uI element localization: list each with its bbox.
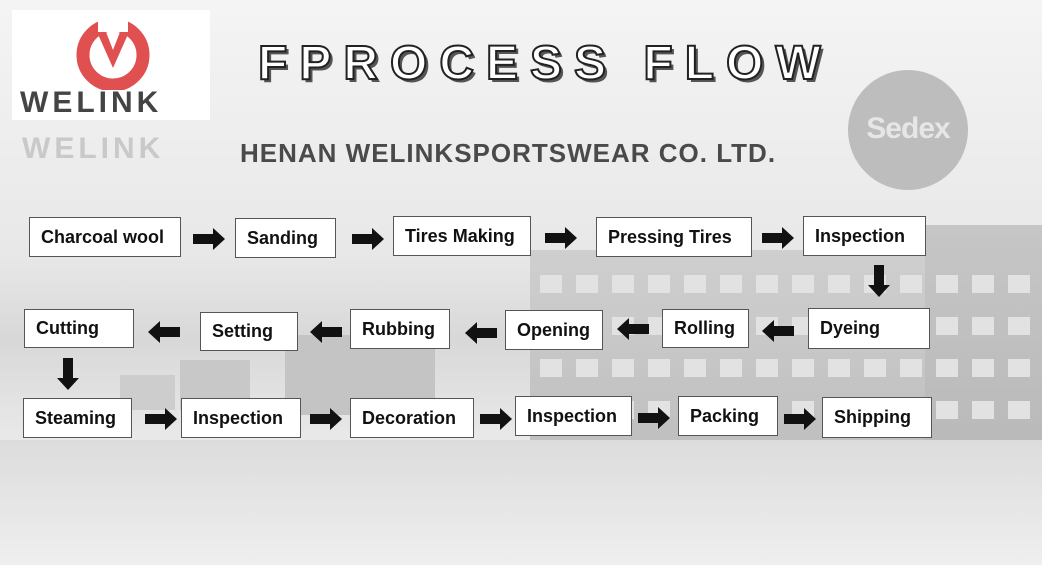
arrow-left-icon (310, 321, 342, 343)
background-window (1008, 275, 1030, 293)
arrow-right-icon (545, 227, 577, 249)
background-window (648, 359, 670, 377)
background-window (720, 275, 742, 293)
background-window (1008, 359, 1030, 377)
flow-step: Rolling (662, 309, 749, 348)
arrow-left-icon (465, 322, 497, 344)
arrow-right-icon (310, 408, 342, 430)
background-window (756, 359, 778, 377)
background-window (900, 359, 922, 377)
flow-step: Inspection (803, 216, 926, 256)
logo-watermark: WELINK (22, 132, 165, 165)
page-title: FPROCESS FLOW (257, 36, 833, 91)
flow-step: Dyeing (808, 308, 930, 349)
arrow-right-icon (145, 408, 177, 430)
background-window (576, 359, 598, 377)
flow-step: Sanding (235, 218, 336, 258)
background-window (540, 359, 562, 377)
company-name: HENAN WELINKSPORTSWEAR CO. LTD. (240, 138, 777, 168)
background-building (925, 225, 1042, 470)
flow-step: Tires Making (393, 216, 531, 256)
sedex-seal (848, 70, 968, 190)
background-window (828, 359, 850, 377)
background-window (792, 359, 814, 377)
background-window (828, 275, 850, 293)
background-window (612, 359, 634, 377)
arrow-right-icon (480, 408, 512, 430)
background-window (936, 317, 958, 335)
background-window (576, 275, 598, 293)
background-window (792, 275, 814, 293)
arrow-right-icon (638, 407, 670, 429)
background-window (648, 275, 670, 293)
flow-step: Packing (678, 396, 778, 436)
sedex-seal-text: Sedex (866, 112, 950, 145)
flow-step: Inspection (181, 398, 301, 438)
background-window (720, 359, 742, 377)
background-window (1008, 317, 1030, 335)
flow-step: Opening (505, 310, 603, 350)
logo-text: WELINK (20, 86, 163, 119)
background-window (936, 401, 958, 419)
background-window (900, 275, 922, 293)
flow-step: Pressing Tires (596, 217, 752, 257)
background-window (1008, 401, 1030, 419)
background-window (864, 359, 886, 377)
background-window (540, 275, 562, 293)
arrow-left-icon (617, 318, 649, 340)
arrow-right-icon (352, 228, 384, 250)
arrow-left-icon (762, 320, 794, 342)
background-window (936, 275, 958, 293)
background-ground (0, 440, 1042, 565)
background-window (684, 275, 706, 293)
flow-step: Shipping (822, 397, 932, 438)
background-window (936, 359, 958, 377)
flow-step: Steaming (23, 398, 132, 438)
background-window (972, 317, 994, 335)
background-window (972, 275, 994, 293)
arrow-right-icon (784, 408, 816, 430)
arrow-right-icon (762, 227, 794, 249)
flow-step: Decoration (350, 398, 474, 438)
background-window (684, 359, 706, 377)
flow-step: Rubbing (350, 309, 450, 349)
logo (12, 10, 210, 120)
arrow-left-icon (148, 321, 180, 343)
arrow-down-icon (57, 358, 79, 390)
welink-logo-icon (76, 10, 150, 90)
flow-step: Setting (200, 312, 298, 351)
arrow-right-icon (193, 228, 225, 250)
arrow-down-icon (868, 265, 890, 297)
background-window (972, 359, 994, 377)
flow-step: Charcoal wool (29, 217, 181, 257)
background-window (756, 275, 778, 293)
background-window (972, 401, 994, 419)
flow-step: Inspection (515, 396, 632, 436)
background-window (612, 275, 634, 293)
flow-step: Cutting (24, 309, 134, 348)
